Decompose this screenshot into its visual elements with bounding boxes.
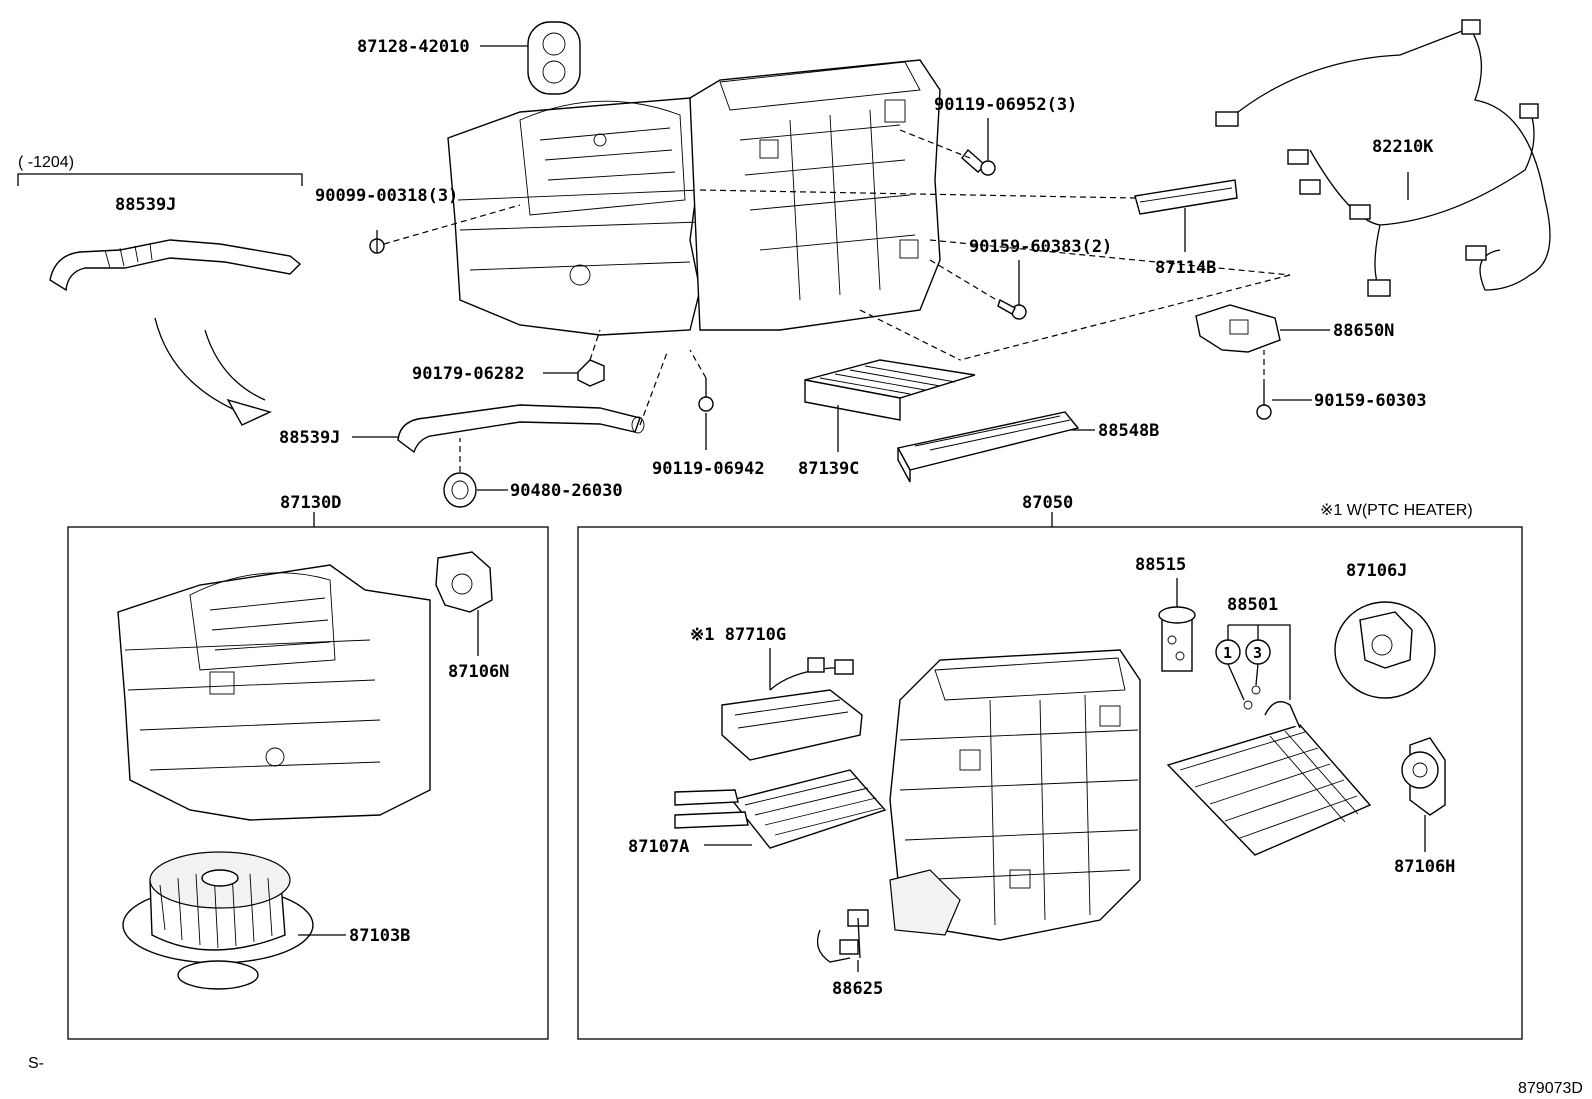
drain-hose-88539J-top — [49, 239, 302, 292]
relocation-arrow — [154, 317, 272, 426]
sensor-88650N — [1195, 304, 1281, 353]
label-87103B: 87103B — [349, 926, 410, 946]
seal-87128 — [527, 21, 581, 95]
label-88539J-mid: 88539J — [279, 428, 340, 448]
screw-90159-60303 — [1256, 385, 1272, 420]
range-note: ( -1204) — [18, 154, 74, 171]
packing-87114B — [1134, 179, 1238, 215]
label-88650N: 88650N — [1333, 321, 1394, 341]
frame-87050 — [577, 526, 1523, 1040]
label-90119-06942: 90119-06942 — [652, 459, 765, 479]
frame-87130D — [67, 526, 549, 1040]
air-filter-87139C — [804, 359, 976, 421]
note-ptc-heater: ※1 W(PTC HEATER) — [1320, 502, 1473, 519]
drawing-id: 879073D — [1518, 1080, 1583, 1097]
label-87107A: 87107A — [628, 837, 689, 857]
label-88548B: 88548B — [1098, 421, 1159, 441]
wire-harness-82210K — [1215, 19, 1551, 297]
screw-90119-06942 — [698, 378, 714, 412]
nut-90179-06282 — [577, 359, 605, 387]
svg-text:3: 3 — [1253, 644, 1262, 662]
damper-servo-87106J — [1334, 601, 1436, 699]
heater-core-87107A — [674, 769, 887, 849]
label-88501: 88501 — [1227, 595, 1278, 615]
svg-text:1: 1 — [1223, 644, 1232, 662]
label-88515: 88515 — [1135, 555, 1186, 575]
label-88539J-top: 88539J — [115, 195, 176, 215]
heater-unit-87050 — [889, 649, 1141, 941]
expansion-valve-88515 — [1158, 606, 1196, 672]
circled-index-1: 1 — [1215, 639, 1241, 665]
corner-mark: S- — [28, 1055, 44, 1072]
screw-90159-60383 — [997, 298, 1027, 320]
screw-90099-00318 — [369, 230, 385, 254]
label-82210K: 82210K — [1372, 137, 1434, 157]
thermistor-88625 — [816, 909, 869, 963]
screw-90119-06952 — [961, 148, 996, 176]
label-87106N: 87106N — [448, 662, 509, 682]
label-87128-42010: 87128-42010 — [357, 37, 470, 57]
ptc-heater-87710G — [721, 657, 863, 761]
label-87139C: 87139C — [798, 459, 859, 479]
damper-servo-87106N — [435, 551, 493, 613]
label-87050: 87050 — [1022, 493, 1073, 513]
main-hvac-unit — [447, 59, 941, 336]
circled-index-3: 3 — [1245, 639, 1271, 665]
label-87114B: 87114B — [1155, 258, 1216, 278]
label-87106H: 87106H — [1394, 857, 1455, 877]
label-87130D: 87130D — [280, 493, 341, 513]
blower-motor-87103B — [122, 851, 314, 990]
grommet-90480-26030 — [443, 472, 477, 508]
label-90159-60383: 90159-60383(2) — [969, 237, 1112, 257]
evaporator-88501 — [1166, 701, 1372, 856]
drain-hose-88539J-mid — [397, 404, 645, 454]
heater-core-88548B — [896, 411, 1080, 483]
label-87710G: ※1 87710G — [690, 625, 786, 645]
label-90480-26030: 90480-26030 — [510, 481, 623, 501]
label-90159-60303: 90159-60303 — [1314, 391, 1427, 411]
label-90179-06282: 90179-06282 — [412, 364, 525, 384]
blower-unit-87130D — [117, 564, 431, 821]
label-90119-06952: 90119-06952(3) — [934, 95, 1077, 115]
label-87106J: 87106J — [1346, 561, 1407, 581]
label-90099-00318: 90099-00318(3) — [315, 186, 458, 206]
range-bracket — [17, 173, 303, 186]
damper-servo-87106H — [1401, 737, 1446, 816]
label-88625: 88625 — [832, 979, 883, 999]
